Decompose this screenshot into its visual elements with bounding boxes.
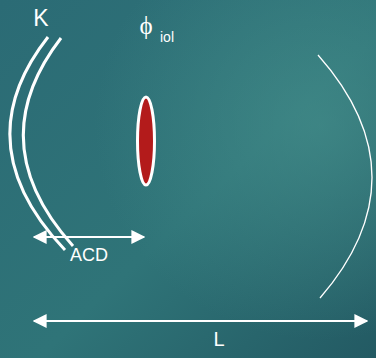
acd-dimension-arrow xyxy=(34,236,144,238)
iol-power-symbol: ϕ xyxy=(139,13,152,38)
axial-length-arrow xyxy=(34,320,367,322)
cornea-inner-arc xyxy=(23,38,73,246)
iol-lens xyxy=(138,97,155,185)
iol-subscript: iol xyxy=(160,30,174,44)
retina-arc xyxy=(318,55,372,298)
cornea-outer-arc xyxy=(10,37,65,250)
keratometry-label: K xyxy=(33,7,48,30)
axial-length-label: L xyxy=(213,329,224,349)
acd-label: ACD xyxy=(70,246,108,264)
